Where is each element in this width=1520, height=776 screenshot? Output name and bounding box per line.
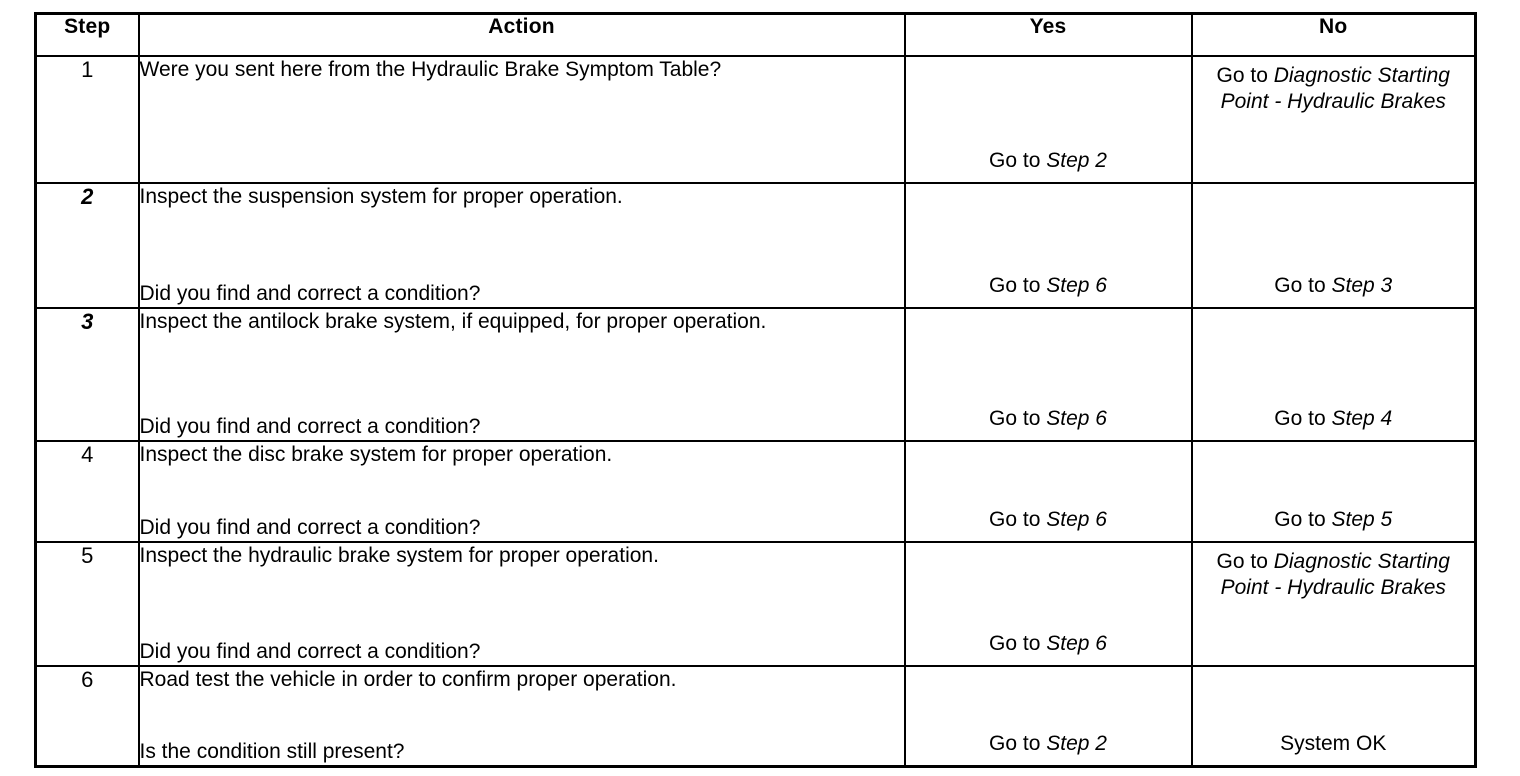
yes-answer-cell: Go to Step 6	[903, 307, 1193, 442]
no-answer-cell: Go to Step 3	[1190, 182, 1477, 309]
action-cell: Inspect the suspension system for proper…	[137, 182, 906, 309]
table-body: 1 Were you sent here from the Hydraulic B…	[34, 55, 1477, 768]
action-question: Did you find and correct a condition?	[139, 640, 481, 664]
no-answer-cell-reference: Step 3	[1331, 273, 1393, 297]
action-instruction: Road test the vehicle in order to confir…	[139, 668, 677, 691]
step-number-cell: 2	[34, 182, 140, 309]
yes-answer-cell-reference: Step 6	[1046, 507, 1107, 531]
step-number: 5	[81, 543, 94, 568]
no-answer-cell-text: System OK	[1201, 731, 1467, 757]
action-cell: Inspect the hydraulic brake system for p…	[137, 541, 906, 667]
step-number: 1	[81, 57, 94, 82]
action-instruction: Inspect the hydraulic brake system for p…	[139, 544, 659, 567]
header-row: Step Action Yes No	[34, 12, 1477, 57]
yes-answer-cell-prefix: Go to	[989, 148, 1047, 172]
table-row: 5 Inspect the hydraulic brake system for …	[34, 541, 1477, 667]
no-answer-cell-text: Go to Step 5	[1201, 507, 1467, 533]
action-instruction: Inspect the disc brake system for proper…	[139, 443, 613, 466]
step-number-cell: 4	[34, 440, 140, 543]
yes-answer-cell-text: Go to Step 2	[914, 148, 1183, 174]
yes-answer-cell-reference: Step 6	[1046, 631, 1107, 655]
no-answer-cell: System OK	[1190, 665, 1477, 768]
table-row: 6 Road test the vehicle in order to confi…	[34, 665, 1477, 768]
step-number-cell: 1	[34, 55, 140, 184]
yes-answer-cell: Go to Step 6	[903, 182, 1193, 309]
yes-answer-cell-reference: Step 2	[1046, 731, 1107, 755]
action-question: Did you find and correct a condition?	[139, 282, 481, 306]
yes-answer-cell-prefix: Go to	[989, 406, 1047, 430]
yes-answer-cell-text: Go to Step 6	[914, 273, 1183, 299]
step-number-cell: 3	[34, 307, 140, 442]
step-number: 4	[81, 442, 94, 467]
column-header-yes: Yes	[903, 12, 1193, 57]
yes-answer-cell-prefix: Go to	[989, 631, 1047, 655]
table-row: 1 Were you sent here from the Hydraulic B…	[34, 55, 1477, 184]
action-instruction: Inspect the suspension system for proper…	[139, 185, 623, 208]
step-number: 6	[81, 667, 94, 692]
step-number: 2	[81, 184, 94, 209]
action-content: Inspect the suspension system for proper…	[140, 184, 904, 307]
yes-answer-cell: Go to Step 6	[903, 541, 1193, 667]
no-answer-cell-prefix: Go to	[1216, 64, 1274, 87]
step-number-cell: 6	[34, 665, 140, 768]
yes-answer-cell-text: Go to Step 6	[914, 631, 1183, 657]
action-content: Inspect the antilock brake system, if eq…	[140, 309, 904, 440]
yes-answer-cell-reference: Step 2	[1046, 148, 1107, 172]
action-content: Inspect the hydraulic brake system for p…	[140, 543, 904, 665]
table-row: 4 Inspect the disc brake system for prope…	[34, 440, 1477, 543]
yes-answer-cell: Go to Step 2	[903, 55, 1193, 184]
step-number-cell: 5	[34, 541, 140, 667]
action-cell: Were you sent here from the Hydraulic Br…	[137, 55, 906, 184]
column-header-step: Step	[34, 12, 140, 57]
yes-answer-cell-prefix: Go to	[989, 731, 1047, 755]
no-answer-cell-text: Go to Step 3	[1201, 273, 1467, 299]
action-instruction: Were you sent here from the Hydraulic Br…	[139, 58, 722, 81]
yes-answer-cell-text: Go to Step 6	[914, 507, 1183, 533]
column-header-action: Action	[137, 12, 906, 57]
no-answer-cell-prefix: Go to	[1274, 273, 1332, 297]
no-answer-cell-text: Go to Diagnostic Starting Point - Hydrau…	[1201, 63, 1467, 116]
action-instruction: Inspect the antilock brake system, if eq…	[139, 310, 767, 333]
no-answer-cell-prefix: Go to	[1274, 406, 1332, 430]
table-header: Step Action Yes No	[34, 12, 1477, 57]
no-answer-cell-text: Go to Diagnostic Starting Point - Hydrau…	[1201, 549, 1467, 602]
no-answer-cell-result: System OK	[1280, 731, 1387, 755]
yes-answer-cell-prefix: Go to	[989, 273, 1047, 297]
action-content: Were you sent here from the Hydraulic Br…	[140, 57, 904, 182]
action-cell: Inspect the antilock brake system, if eq…	[137, 307, 906, 442]
yes-answer-cell-prefix: Go to	[989, 507, 1047, 531]
table-row: 3 Inspect the antilock brake system, if e…	[34, 307, 1477, 442]
column-header-no: No	[1190, 12, 1477, 57]
no-answer-cell-reference: Diagnostic Starting Point - Hydraulic Br…	[1220, 64, 1450, 114]
no-answer-cell: Go to Diagnostic Starting Point - Hydrau…	[1190, 55, 1477, 184]
action-question: Did you find and correct a condition?	[139, 415, 481, 439]
no-answer-cell: Go to Diagnostic Starting Point - Hydrau…	[1190, 541, 1477, 667]
diagnostic-table: Step Action Yes No 1 Were you sent here f…	[34, 12, 1477, 768]
yes-answer-cell-text: Go to Step 6	[914, 406, 1183, 432]
action-content: Inspect the disc brake system for proper…	[140, 442, 904, 541]
yes-answer-cell-reference: Step 6	[1046, 406, 1107, 430]
no-answer-cell: Go to Step 4	[1190, 307, 1477, 442]
no-answer-cell-reference: Step 4	[1331, 406, 1393, 430]
yes-answer-cell: Go to Step 2	[903, 665, 1193, 768]
no-answer-cell-prefix: Go to	[1274, 507, 1332, 531]
no-answer-cell-text: Go to Step 4	[1201, 406, 1467, 432]
action-cell: Inspect the disc brake system for proper…	[137, 440, 906, 543]
yes-answer-cell-reference: Step 6	[1046, 273, 1107, 297]
yes-answer-cell: Go to Step 6	[903, 440, 1193, 543]
no-answer-cell-reference: Diagnostic Starting Point - Hydraulic Br…	[1220, 550, 1450, 600]
action-content: Road test the vehicle in order to confir…	[140, 667, 904, 765]
no-answer-cell-reference: Step 5	[1331, 507, 1393, 531]
yes-answer-cell-text: Go to Step 2	[914, 731, 1183, 757]
no-answer-cell-prefix: Go to	[1216, 550, 1274, 573]
no-answer-cell: Go to Step 5	[1190, 440, 1477, 543]
step-number: 3	[81, 309, 94, 334]
action-question: Is the condition still present?	[139, 740, 405, 764]
action-cell: Road test the vehicle in order to confir…	[137, 665, 906, 768]
action-question: Did you find and correct a condition?	[139, 516, 481, 540]
table-row: 2 Inspect the suspension system for prope…	[34, 182, 1477, 309]
